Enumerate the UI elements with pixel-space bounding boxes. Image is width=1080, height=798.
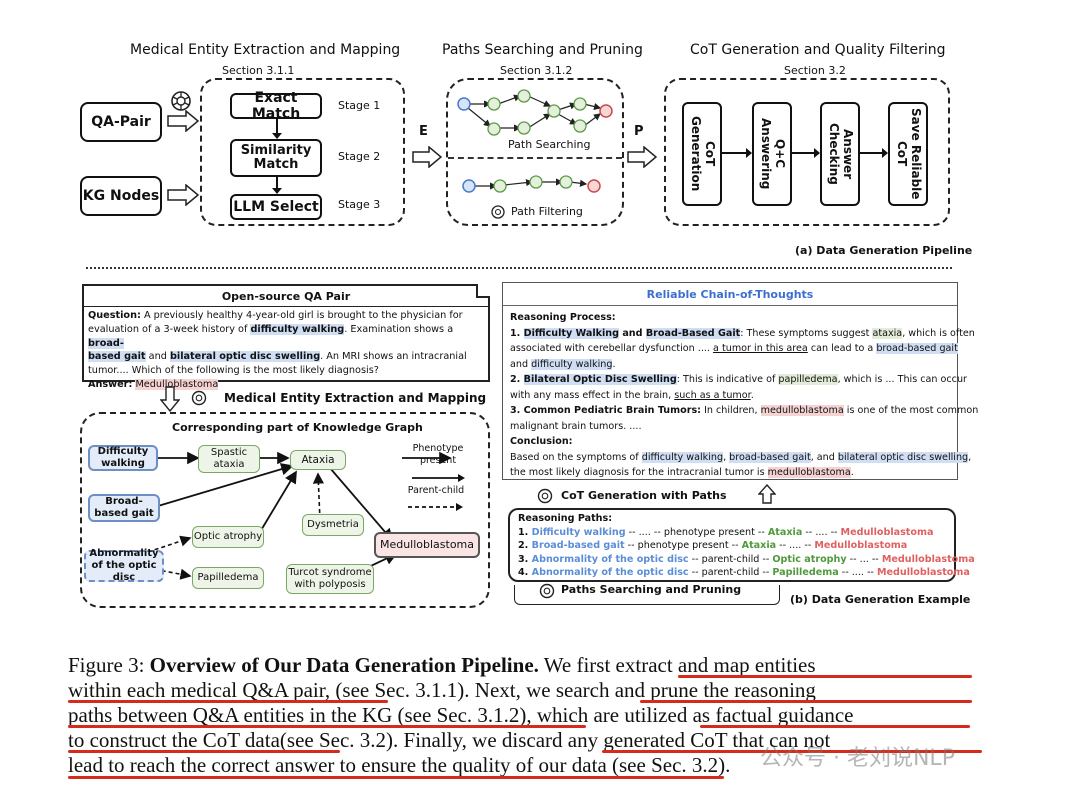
underline-mark (678, 675, 972, 678)
path-item: 1. Difficulty walking -- .... -- phenoty… (518, 526, 934, 538)
stage-arrows-icon (272, 119, 282, 194)
openai-logo-icon (536, 487, 554, 505)
underline-mark (640, 700, 972, 703)
openai-logo-icon (190, 389, 208, 407)
cot-gen-label: CoT Generation with Paths (561, 489, 727, 502)
qa-pair-box: QA-Pair (80, 102, 162, 142)
header-cot: CoT Generation and Quality Filtering (690, 42, 946, 58)
kg-node-broad-based-gait: Broad-based gait (88, 494, 160, 522)
up-arrow-icon (757, 483, 777, 504)
qa-answer: Medulloblastoma (135, 378, 219, 390)
openai-logo-icon (490, 204, 506, 220)
kg-node-medulloblastoma: Medulloblastoma (374, 532, 480, 558)
arrow-e-label: E (419, 124, 428, 139)
kg-region (80, 412, 490, 608)
kg-node-difficulty-walking: Difficulty walking (88, 445, 158, 471)
caption-line-5: lead to reach the correct answer to ensu… (68, 753, 731, 777)
legend-phenotype: Phenotype present (410, 443, 466, 486)
qc-answering-label: Q+C Answering (759, 118, 787, 190)
kg-node-spastic-ataxia: Spastic ataxia (198, 445, 260, 473)
qa-pair-card: Open-source QA Pair Question: A previous… (82, 284, 490, 390)
arrow-e-icon (412, 145, 443, 169)
openai-logo-icon (168, 88, 194, 114)
cot-generation-label: CoT Generation (689, 116, 717, 192)
paths-search-bracket (514, 585, 780, 605)
path-item: 3. Abnormality of the optic disc -- pare… (518, 553, 975, 565)
cot-title: Reliable Chain-of-Thoughts (646, 288, 814, 301)
section-divider (86, 267, 952, 269)
qc-answering-box: Q+C Answering (752, 102, 792, 206)
cot-stage-group (664, 78, 950, 226)
watermark: 公众号 · 老刘说NLP (760, 746, 955, 771)
section-label-32: Section 3.2 (784, 64, 846, 77)
down-arrow-icon (159, 386, 181, 413)
stage-3-label: Stage 3 (338, 198, 381, 211)
answer-checking-label: Answer Checking (827, 123, 855, 185)
save-reliable-label: Save Reliable CoT (895, 108, 923, 200)
kg-node-optic-atrophy: Optic atrophy (192, 526, 264, 548)
kg-node-abnormality-optic-disc: Abnormality of the optic disc (84, 548, 164, 583)
kg-title: Corresponding part of Knowledge Graph (172, 421, 423, 434)
qa-question: Question: A previously healthy 4-year-ol… (88, 310, 467, 390)
kg-node-dysmetria: Dysmetria (302, 514, 364, 536)
cot-generation-box: CoT Generation (682, 102, 722, 206)
section-label-312: Section 3.1.2 (500, 64, 573, 77)
arrow-kg-icon (166, 183, 200, 207)
path-item: 2. Broad-based gait -- phenotype present… (518, 540, 908, 552)
path-searching-label: Path Searching (508, 138, 591, 151)
header-paths: Paths Searching and Pruning (442, 42, 643, 58)
save-reliable-box: Save Reliable CoT (888, 102, 928, 206)
section-label-311: Section 3.1.1 (222, 64, 295, 77)
kg-node-ataxia: Ataxia (290, 450, 346, 470)
cot-card: Reliable Chain-of-Thoughts Reasoning Pro… (502, 282, 978, 480)
paths-divider (448, 157, 622, 159)
answer-checking-box: Answer Checking (820, 102, 860, 206)
openai-logo-icon (538, 582, 556, 600)
underline-mark (68, 776, 724, 779)
kg-node-papilledema: Papilledema (192, 567, 264, 589)
paths-search-label: Paths Searching and Pruning (561, 583, 742, 596)
underline-mark (68, 700, 388, 703)
arrow-qa-icon (166, 109, 200, 133)
underline-mark (602, 750, 982, 753)
underline-mark (68, 725, 586, 728)
caption-line-4: to construct the CoT data(see Sec. 3.2).… (68, 728, 831, 752)
cot-body: Reasoning Process: 1. Difficulty Walking… (510, 312, 979, 479)
header-extraction: Medical Entity Extraction and Mapping (130, 42, 401, 58)
llm-select-box: LLM Select (230, 194, 322, 220)
caption-line-1: Figure 3: Overview of Our Data Generatio… (68, 653, 816, 677)
cot-flow-arrows-icon (722, 148, 888, 158)
paths-stage-group (446, 78, 624, 226)
qa-title: Open-source QA Pair (221, 290, 351, 303)
reasoning-paths-title: Reasoning Paths: (518, 513, 613, 524)
caption-line-2: within each medical Q&A pair, (see Sec. … (68, 678, 816, 702)
path-filtering-label: Path Filtering (511, 205, 583, 218)
arrow-p-icon (627, 145, 658, 169)
legend-parent-child: Parent-child (406, 485, 466, 515)
stage-1-label: Stage 1 (338, 99, 381, 112)
kg-nodes-box: KG Nodes (80, 176, 162, 216)
reasoning-paths-card: Reasoning Paths: 1. Difficulty walking -… (508, 508, 975, 582)
caption-b: (b) Data Generation Example (790, 593, 971, 606)
similarity-match-box: Similarity Match (230, 139, 322, 177)
caption-a: (a) Data Generation Pipeline (795, 244, 973, 257)
underline-mark (68, 750, 340, 753)
exact-match-box: Exact Match (230, 90, 322, 122)
path-item: 4. Abnormality of the optic disc -- pare… (518, 567, 970, 579)
path-graph-icon (457, 89, 613, 136)
kg-node-turcot-syndrome: Turcot syndrome with polyposis (286, 564, 374, 594)
caption-line-3: paths between Q&A entities in the KG (se… (68, 703, 854, 727)
kg-extraction-label: Medical Entity Extraction and Mapping (224, 391, 487, 405)
extraction-stage-group (200, 78, 405, 226)
stage-2-label: Stage 2 (338, 150, 381, 163)
arrow-p-label: P (634, 124, 644, 139)
underline-mark (700, 725, 970, 728)
filtered-path-icon (462, 175, 601, 193)
